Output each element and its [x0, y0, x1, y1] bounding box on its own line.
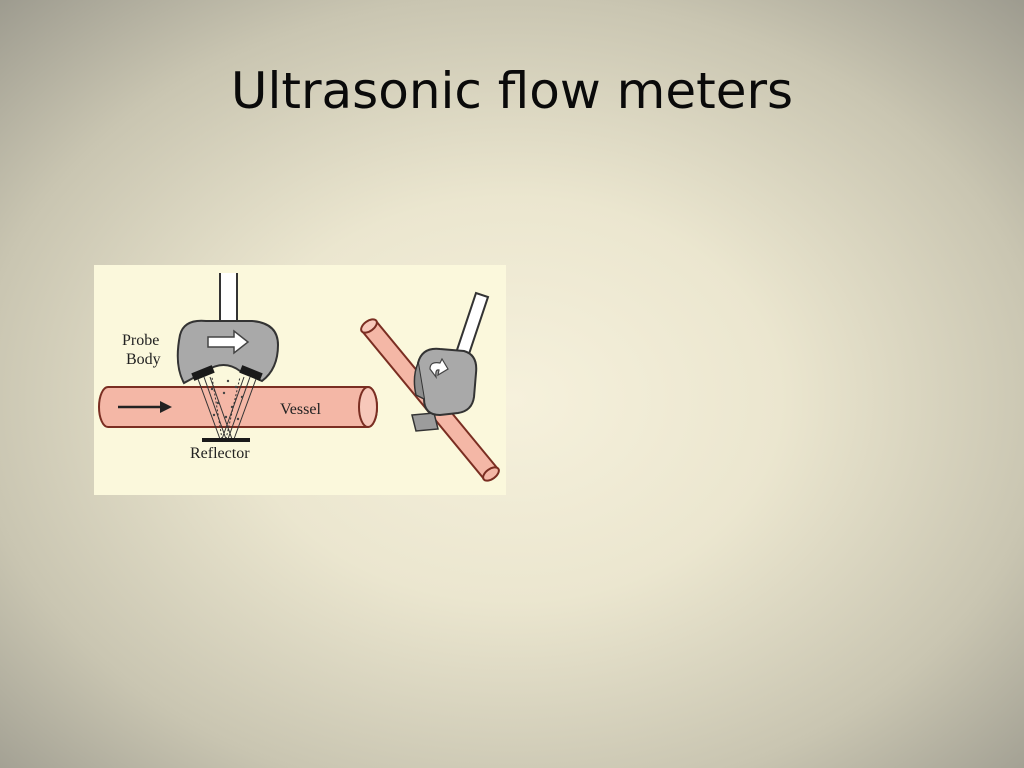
transducer-right [239, 365, 263, 381]
probe-body [176, 319, 280, 385]
flow-arrow-icon [118, 401, 172, 413]
ultrasonic-beams [197, 376, 257, 440]
scatter-particles [210, 379, 244, 421]
clamp-probe-side [413, 362, 425, 400]
clamp-direction-arrow-icon [429, 357, 449, 380]
diagram-svg: Probe Body Vessel Reflector [98, 273, 500, 482]
slide-title: Ultrasonic flow meters [230, 62, 794, 120]
label-probe-line1: Probe [122, 332, 159, 349]
clamp-cable [454, 291, 490, 359]
transducer-left [191, 365, 215, 381]
reflector-plate [202, 438, 250, 442]
label-vessel: Vessel [280, 401, 321, 418]
probe-direction-arrow-icon [207, 329, 250, 355]
label-probe-line2: Body [126, 351, 161, 368]
probe-cable [219, 273, 238, 324]
clamp-probe-body [416, 347, 478, 417]
flow-meter-diagram: Probe Body Vessel Reflector [94, 265, 506, 495]
label-reflector: Reflector [190, 445, 250, 462]
clamp-plate [411, 412, 439, 432]
vessel-pipe-end [358, 386, 378, 428]
